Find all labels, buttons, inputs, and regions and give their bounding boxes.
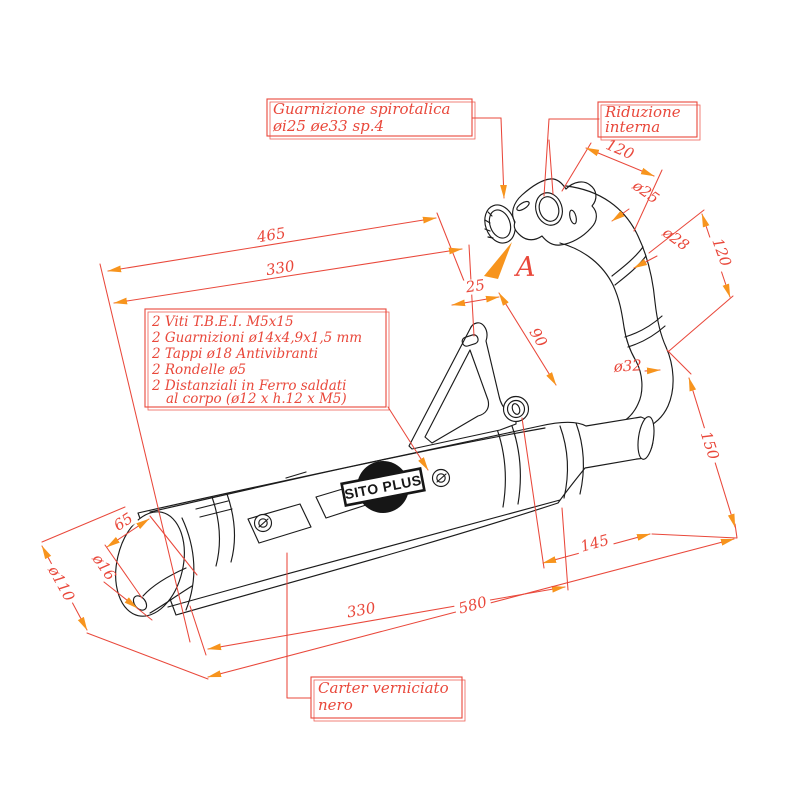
dim-25: 25 [464, 276, 486, 297]
callout-carter: Carter verniciato nero [310, 676, 466, 722]
parts-line-5: 2 Distanziali in Ferro saldati [151, 378, 347, 394]
callout-reduction: Riduzione interna [597, 101, 701, 141]
dim-465: 465 [255, 224, 287, 247]
cone-tip [637, 416, 655, 460]
sito-plus-logo: SITO PLUS [340, 461, 426, 513]
dim-580: 580 [457, 593, 490, 618]
dim-330-top: 330 [265, 257, 297, 279]
parts-line-3: 2 Tappi ø18 Antivibranti [151, 346, 318, 362]
dim-145: 145 [579, 531, 611, 556]
callout-parts-list: 2 Viti T.B.E.I. M5x15 2 Guarnizioni ø14x… [144, 308, 390, 411]
parts-line-6: al corpo (ø12 x h.12 x M5) [166, 391, 347, 407]
carter-label-line2: nero [318, 696, 353, 714]
detail-marker-a: A [484, 242, 536, 283]
dim-d16: ø16 [88, 550, 120, 585]
extension-lines [41, 142, 738, 680]
dim-d32: ø32 [612, 356, 642, 375]
reduction-label-line2: interna [605, 118, 660, 136]
parts-line-2: 2 Guarnizioni ø14x4,9x1,5 mm [151, 330, 362, 346]
detail-arrow-icon [484, 242, 512, 279]
screw-right [431, 468, 451, 488]
carter-label-line1: Carter verniciato [318, 679, 449, 697]
detail-marker-letter: A [513, 252, 536, 283]
reduction-label-line1: Riduzione [604, 103, 681, 121]
dim-d28: ø28 [658, 223, 692, 255]
callout-gasket: Guarnizione spirotalica øi25 øe33 sp.4 [266, 98, 476, 140]
callout-leaders [286, 117, 600, 699]
exhaust-flange [512, 178, 597, 246]
dim-150: 150 [697, 429, 723, 462]
mounting-bracket [408, 322, 530, 450]
dimension-labels: 465 330 25 90 120 ø25 ø28 120 ø32 150 14… [43, 136, 735, 622]
parts-line-1: 2 Viti T.B.E.I. M5x15 [151, 314, 294, 330]
down-pipe [559, 185, 674, 430]
parts-line-4: 2 Rondelle ø5 [151, 362, 246, 378]
gasket-label-line1: Guarnizione spirotalica [273, 100, 450, 118]
dim-d110: ø110 [44, 562, 79, 605]
dim-330-bottom: 330 [345, 599, 377, 622]
screw-left [253, 513, 273, 533]
muffler-body [137, 416, 655, 616]
dimension-overlay: 465 330 25 90 120 ø25 ø28 120 ø32 150 14… [41, 98, 738, 722]
gasket-label-line2: øi25 øe33 sp.4 [272, 117, 384, 135]
